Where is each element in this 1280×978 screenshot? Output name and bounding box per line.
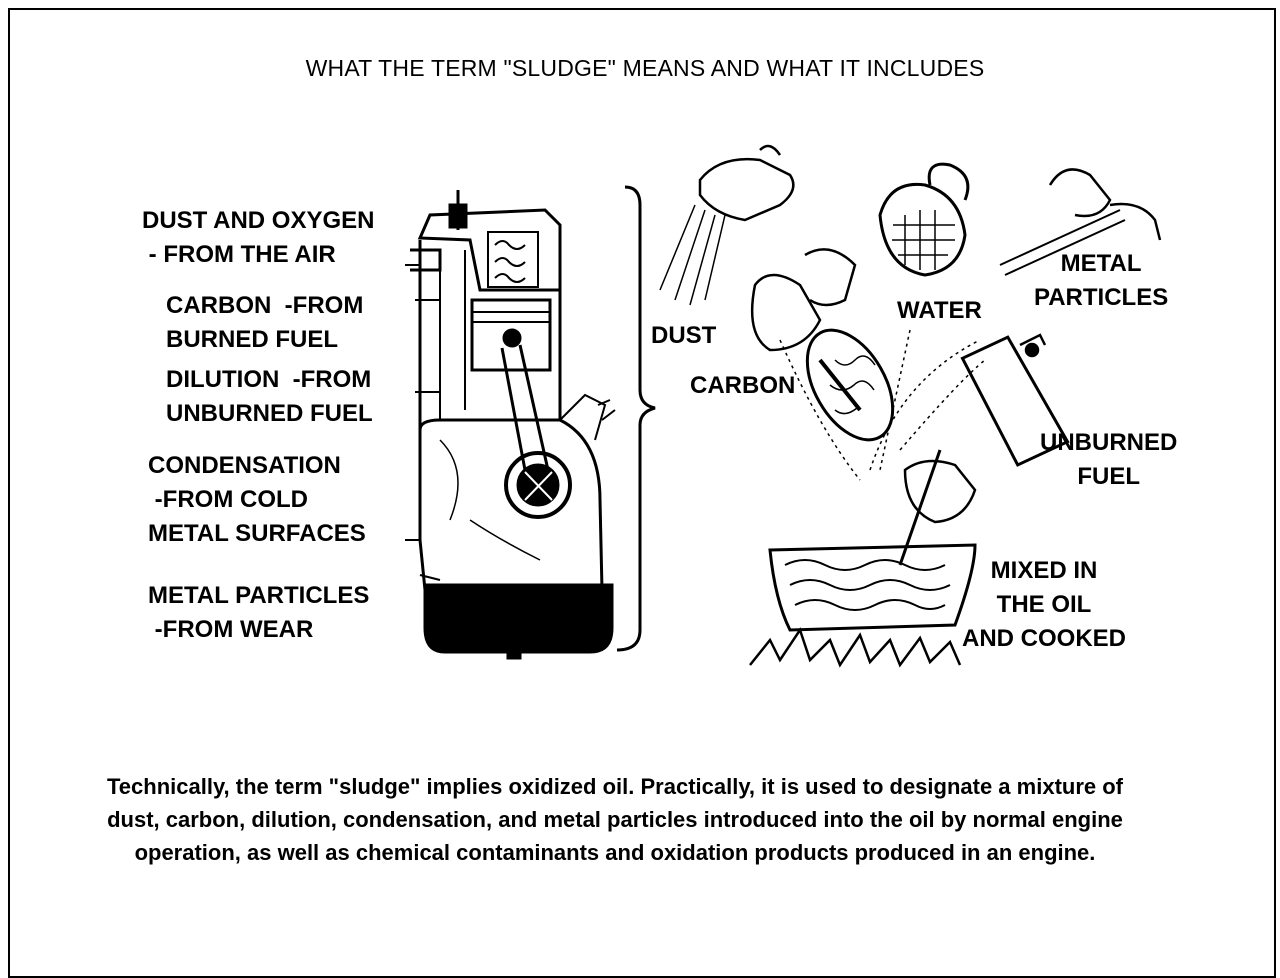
grouping-brace	[617, 187, 655, 650]
label-dilution-unburned-fuel: DILUTION -FROM UNBURNED FUEL	[166, 363, 373, 431]
label-water: WATER	[897, 294, 982, 328]
label-carbon-burned-fuel: CARBON -FROM BURNED FUEL	[166, 289, 363, 357]
explanatory-caption: Technically, the term "sludge" implies o…	[100, 770, 1130, 869]
label-dust-oxygen: DUST AND OXYGEN - FROM THE AIR	[142, 204, 374, 272]
label-unburned-fuel: UNBURNED FUEL	[1040, 426, 1177, 494]
label-mixed-in-oil: MIXED IN THE OIL AND COOKED	[962, 554, 1126, 656]
label-dust: DUST	[651, 319, 716, 353]
label-metal-particles-wear: METAL PARTICLES -FROM WEAR	[148, 579, 369, 647]
label-condensation: CONDENSATION -FROM COLD METAL SURFACES	[148, 449, 366, 551]
label-metal-particles: METAL PARTICLES	[1034, 247, 1168, 315]
engine-cross-section	[405, 190, 615, 658]
label-carbon: CARBON	[690, 369, 795, 403]
